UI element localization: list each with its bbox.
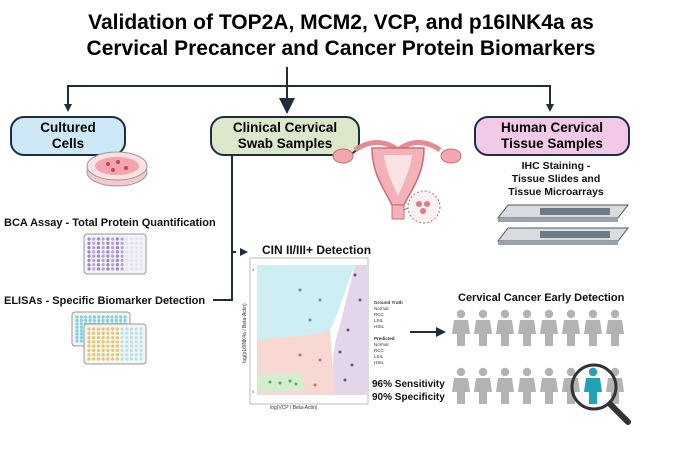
- sensitivity-label: 96% Sensitivity: [372, 379, 445, 390]
- cultured-label-2: Cells: [51, 136, 85, 151]
- ihc-line-3: Tissue Microarrays: [508, 186, 604, 198]
- legend-truth-1: RCC: [374, 312, 384, 317]
- elisa-label: ELISAs - Specific Biomarker Detection: [4, 295, 206, 307]
- ihc-label: IHC Staining - Tissue Slides and Tissue …: [496, 160, 616, 199]
- legend-truth-0: Normal: [374, 306, 389, 311]
- specificity-label: 90% Specificity: [372, 392, 445, 403]
- swab-samples-box: Clinical Cervical Swab Samples: [210, 116, 360, 156]
- title-line-2: Cervical Precancer and Cancer Protein Bi…: [86, 37, 596, 60]
- y-tick-bottom: 0: [252, 389, 255, 394]
- ihc-line-2: Tissue Slides and: [511, 173, 601, 185]
- cultured-label-1: Cultured: [40, 120, 96, 135]
- plot-title: CIN II/III+ Detection: [262, 243, 372, 257]
- legend-pred-2: LSIL: [374, 354, 384, 359]
- legend-truth-title: Ground Truth: [374, 300, 403, 305]
- detection-title: Cervical Cancer Early Detection: [458, 292, 625, 304]
- legend-pred-3: HSIL: [374, 360, 385, 365]
- cultured-cells-box: Cultured Cells: [10, 116, 126, 156]
- ihc-line-1: IHC Staining -: [521, 160, 591, 172]
- tissue-label-2: Tissue Samples: [501, 136, 603, 151]
- legend-pred-title: Predicted: [374, 336, 395, 341]
- tissue-label-1: Human Cervical: [500, 120, 604, 135]
- figure-title: Validation of TOP2A, MCM2, VCP, and p16I…: [0, 10, 682, 62]
- swab-label-2: Swab Samples: [237, 136, 333, 151]
- swab-label-1: Clinical Cervical: [232, 120, 338, 135]
- plot-legend: Ground Truth Normal RCC LSIL HSIL Predic…: [374, 300, 403, 366]
- y-tick-top: 3: [252, 267, 255, 272]
- legend-truth-2: LSIL: [374, 318, 384, 323]
- bca-assay-label: BCA Assay - Total Protein Quantification: [4, 217, 216, 229]
- legend-truth-3: HSIL: [374, 324, 385, 329]
- plot-xlabel: log(VCP / Beta-Actin): [270, 405, 318, 411]
- legend-pred-0: Normal: [374, 342, 389, 347]
- tissue-samples-box: Human Cervical Tissue Samples: [474, 116, 630, 156]
- title-line-1: Validation of TOP2A, MCM2, VCP, and p16I…: [88, 11, 594, 34]
- legend-pred-1: RCC: [374, 348, 384, 353]
